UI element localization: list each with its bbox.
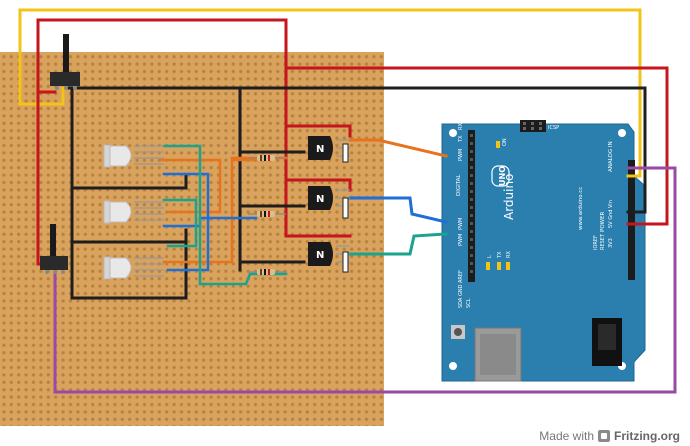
aref-label: AREF: [458, 270, 464, 283]
tx-led-label: TX: [497, 251, 503, 259]
website-label: www.arduino.cc: [578, 187, 584, 230]
l-led-label: L: [487, 255, 493, 258]
rgb-leds: [103, 144, 164, 280]
wire-teal-led: [162, 144, 288, 286]
wire-red-main: [36, 18, 352, 238]
wire-orange-led1: [158, 158, 222, 214]
wire-black-top: [70, 86, 647, 214]
on-label: ON: [502, 138, 508, 146]
transistor-pad: [342, 251, 349, 273]
resistor-2: [248, 211, 286, 217]
uno-label: UNO: [498, 166, 507, 186]
icsp-header: [520, 120, 546, 132]
rgb-led-3: [103, 256, 164, 280]
wire-black-led1: [70, 174, 188, 190]
wire-red-t1: [284, 124, 352, 138]
fritzing-credit: Made with Fritzing.org: [539, 429, 680, 443]
rx-led: [506, 262, 510, 270]
mount-hole-icon: [618, 129, 626, 137]
perfboard-holes: [0, 52, 384, 426]
wire-black-led2: [70, 228, 188, 244]
gnd-label: GND: [458, 284, 464, 296]
transistor-2: N: [308, 186, 350, 219]
usb-inner: [480, 334, 516, 375]
rx-top-label: RX: [458, 123, 464, 130]
transistor-label: N: [316, 250, 324, 261]
arduino-pcb: [441, 123, 646, 382]
l-led: [486, 262, 490, 270]
icsp-label: ICSP: [548, 125, 559, 131]
transistor-pad: [342, 197, 349, 219]
digital-label: DIGITAL: [456, 174, 462, 196]
mount-hole-icon: [449, 129, 457, 137]
transistor-label: N: [316, 194, 324, 205]
wire-red-right: [284, 66, 669, 226]
sda-label: SDA: [458, 297, 464, 308]
power-analog-header: [628, 160, 635, 280]
wire-blue-led: [162, 172, 210, 272]
reset-button-cap: [454, 328, 462, 336]
wire-blue: [348, 196, 448, 224]
wires: [18, 8, 677, 394]
rx-led-label: RX: [506, 251, 512, 258]
3v3-label: 3V3: [608, 238, 614, 248]
analog-in-label: ANALOG IN: [608, 141, 614, 172]
transistor-3: N: [308, 242, 350, 273]
transistor-1: N: [308, 136, 350, 163]
wire-teal: [348, 232, 448, 256]
pwm-label-3: PWM: [458, 234, 464, 246]
power-pins-label: 5V Gnd Vin: [608, 200, 614, 228]
power-label: POWER: [600, 211, 606, 232]
potentiometer-1: [50, 34, 80, 90]
pwm-label-2: PWM: [458, 218, 464, 230]
perfboard: [0, 52, 384, 426]
arduino-board: ICSP ON TX RX DIGITAL PWM PWM PWM AREF G…: [441, 120, 646, 382]
resistor-1: [248, 155, 286, 161]
transistor-pad: [342, 143, 349, 163]
made-with-text: Made with: [539, 429, 594, 443]
dc-jack-inner: [598, 324, 616, 350]
wire-teal-led2: [162, 198, 198, 248]
ioref-label: IOREF: [593, 235, 599, 250]
wire-purple: [53, 166, 677, 394]
pwm-label-1: PWM: [458, 149, 464, 161]
potentiometers: [40, 34, 80, 274]
resistors: [248, 155, 286, 275]
uno-badge: [491, 165, 510, 187]
wire-orange-led2: [162, 158, 258, 264]
fritzing-logo-icon: [598, 430, 610, 442]
reset-label: RESET: [600, 233, 606, 250]
wire-yellow: [18, 8, 642, 178]
wire-red-t2: [284, 178, 352, 192]
transistor-label: N: [316, 144, 324, 155]
transistors: N N N: [308, 136, 350, 273]
wire-yellow-2: [18, 86, 65, 106]
on-led: [496, 141, 500, 148]
wire-orange: [348, 138, 448, 158]
scl-label: SCL: [466, 298, 472, 308]
tx-top-label: TX: [458, 135, 464, 143]
rgb-led-2: [103, 200, 164, 224]
fritzing-brand: Fritzing.org: [614, 429, 680, 443]
tx-led: [497, 262, 501, 270]
mount-hole-icon: [449, 362, 457, 370]
rgb-led-1: [103, 144, 164, 168]
resistor-3: [248, 269, 286, 275]
potentiometer-2: [40, 224, 68, 274]
